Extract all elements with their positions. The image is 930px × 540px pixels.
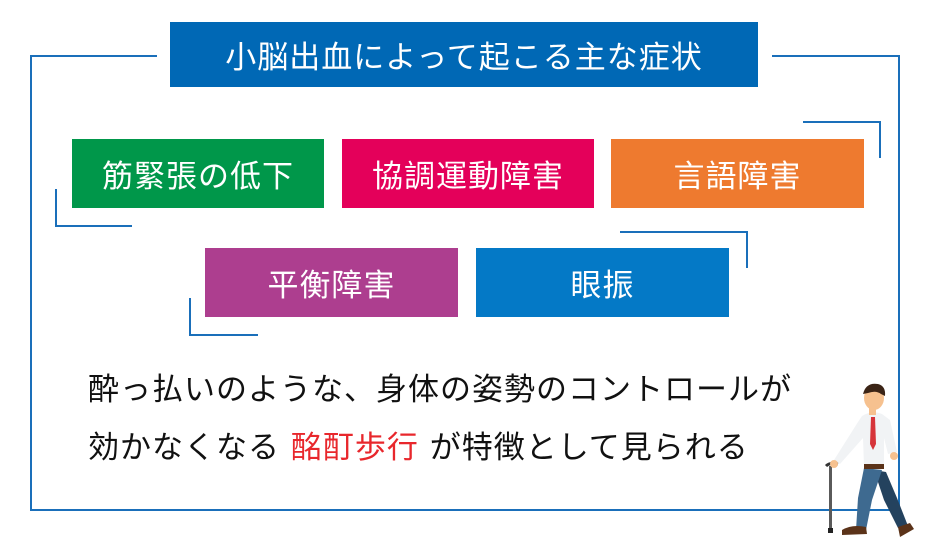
walking-man-with-cane-icon <box>824 383 914 537</box>
accent-bracket-purple-h <box>189 334 258 336</box>
symptom-muscle-tone-decrease: 筋緊張の低下 <box>72 139 324 208</box>
frame-top-right <box>772 55 900 57</box>
frame-top-left <box>30 55 157 57</box>
symptom-label: 言語障害 <box>673 159 802 195</box>
description-line-2: 効かなくなる 酩酊歩行 が特徴として見られる <box>88 422 749 467</box>
accent-bracket-green-v <box>55 189 57 227</box>
symptom-balance-disorder: 平衡障害 <box>205 248 458 317</box>
description-text: が特徴として見られる <box>418 430 749 466</box>
symptom-label: 協調運動障害 <box>372 159 564 195</box>
description-line-1: 酔っ払いのような、身体の姿勢のコントロールが <box>88 372 792 408</box>
accent-bracket-blue-h <box>620 231 748 233</box>
symptom-nystagmus: 眼振 <box>476 248 729 317</box>
frame-bottom <box>30 509 900 511</box>
page-title: 小脳出血によって起こる主な症状 <box>170 22 758 87</box>
highlight-term: 酩酊歩行 <box>290 430 419 466</box>
symptom-speech-disorder: 言語障害 <box>611 139 864 208</box>
accent-bracket-blue-v <box>746 231 748 268</box>
accent-bracket-orange-v <box>879 121 881 158</box>
frame-left <box>30 55 32 511</box>
symptom-label: 筋緊張の低下 <box>102 159 294 195</box>
frame-right <box>898 55 900 511</box>
symptom-coordination-disorder: 協調運動障害 <box>342 139 594 208</box>
accent-bracket-green-h <box>55 225 132 227</box>
description-text: 効かなくなる <box>88 430 291 466</box>
accent-bracket-orange-h <box>803 121 881 123</box>
accent-bracket-purple-v <box>189 298 191 336</box>
symptom-label: 眼振 <box>570 268 635 304</box>
symptom-label: 平衡障害 <box>267 268 396 304</box>
